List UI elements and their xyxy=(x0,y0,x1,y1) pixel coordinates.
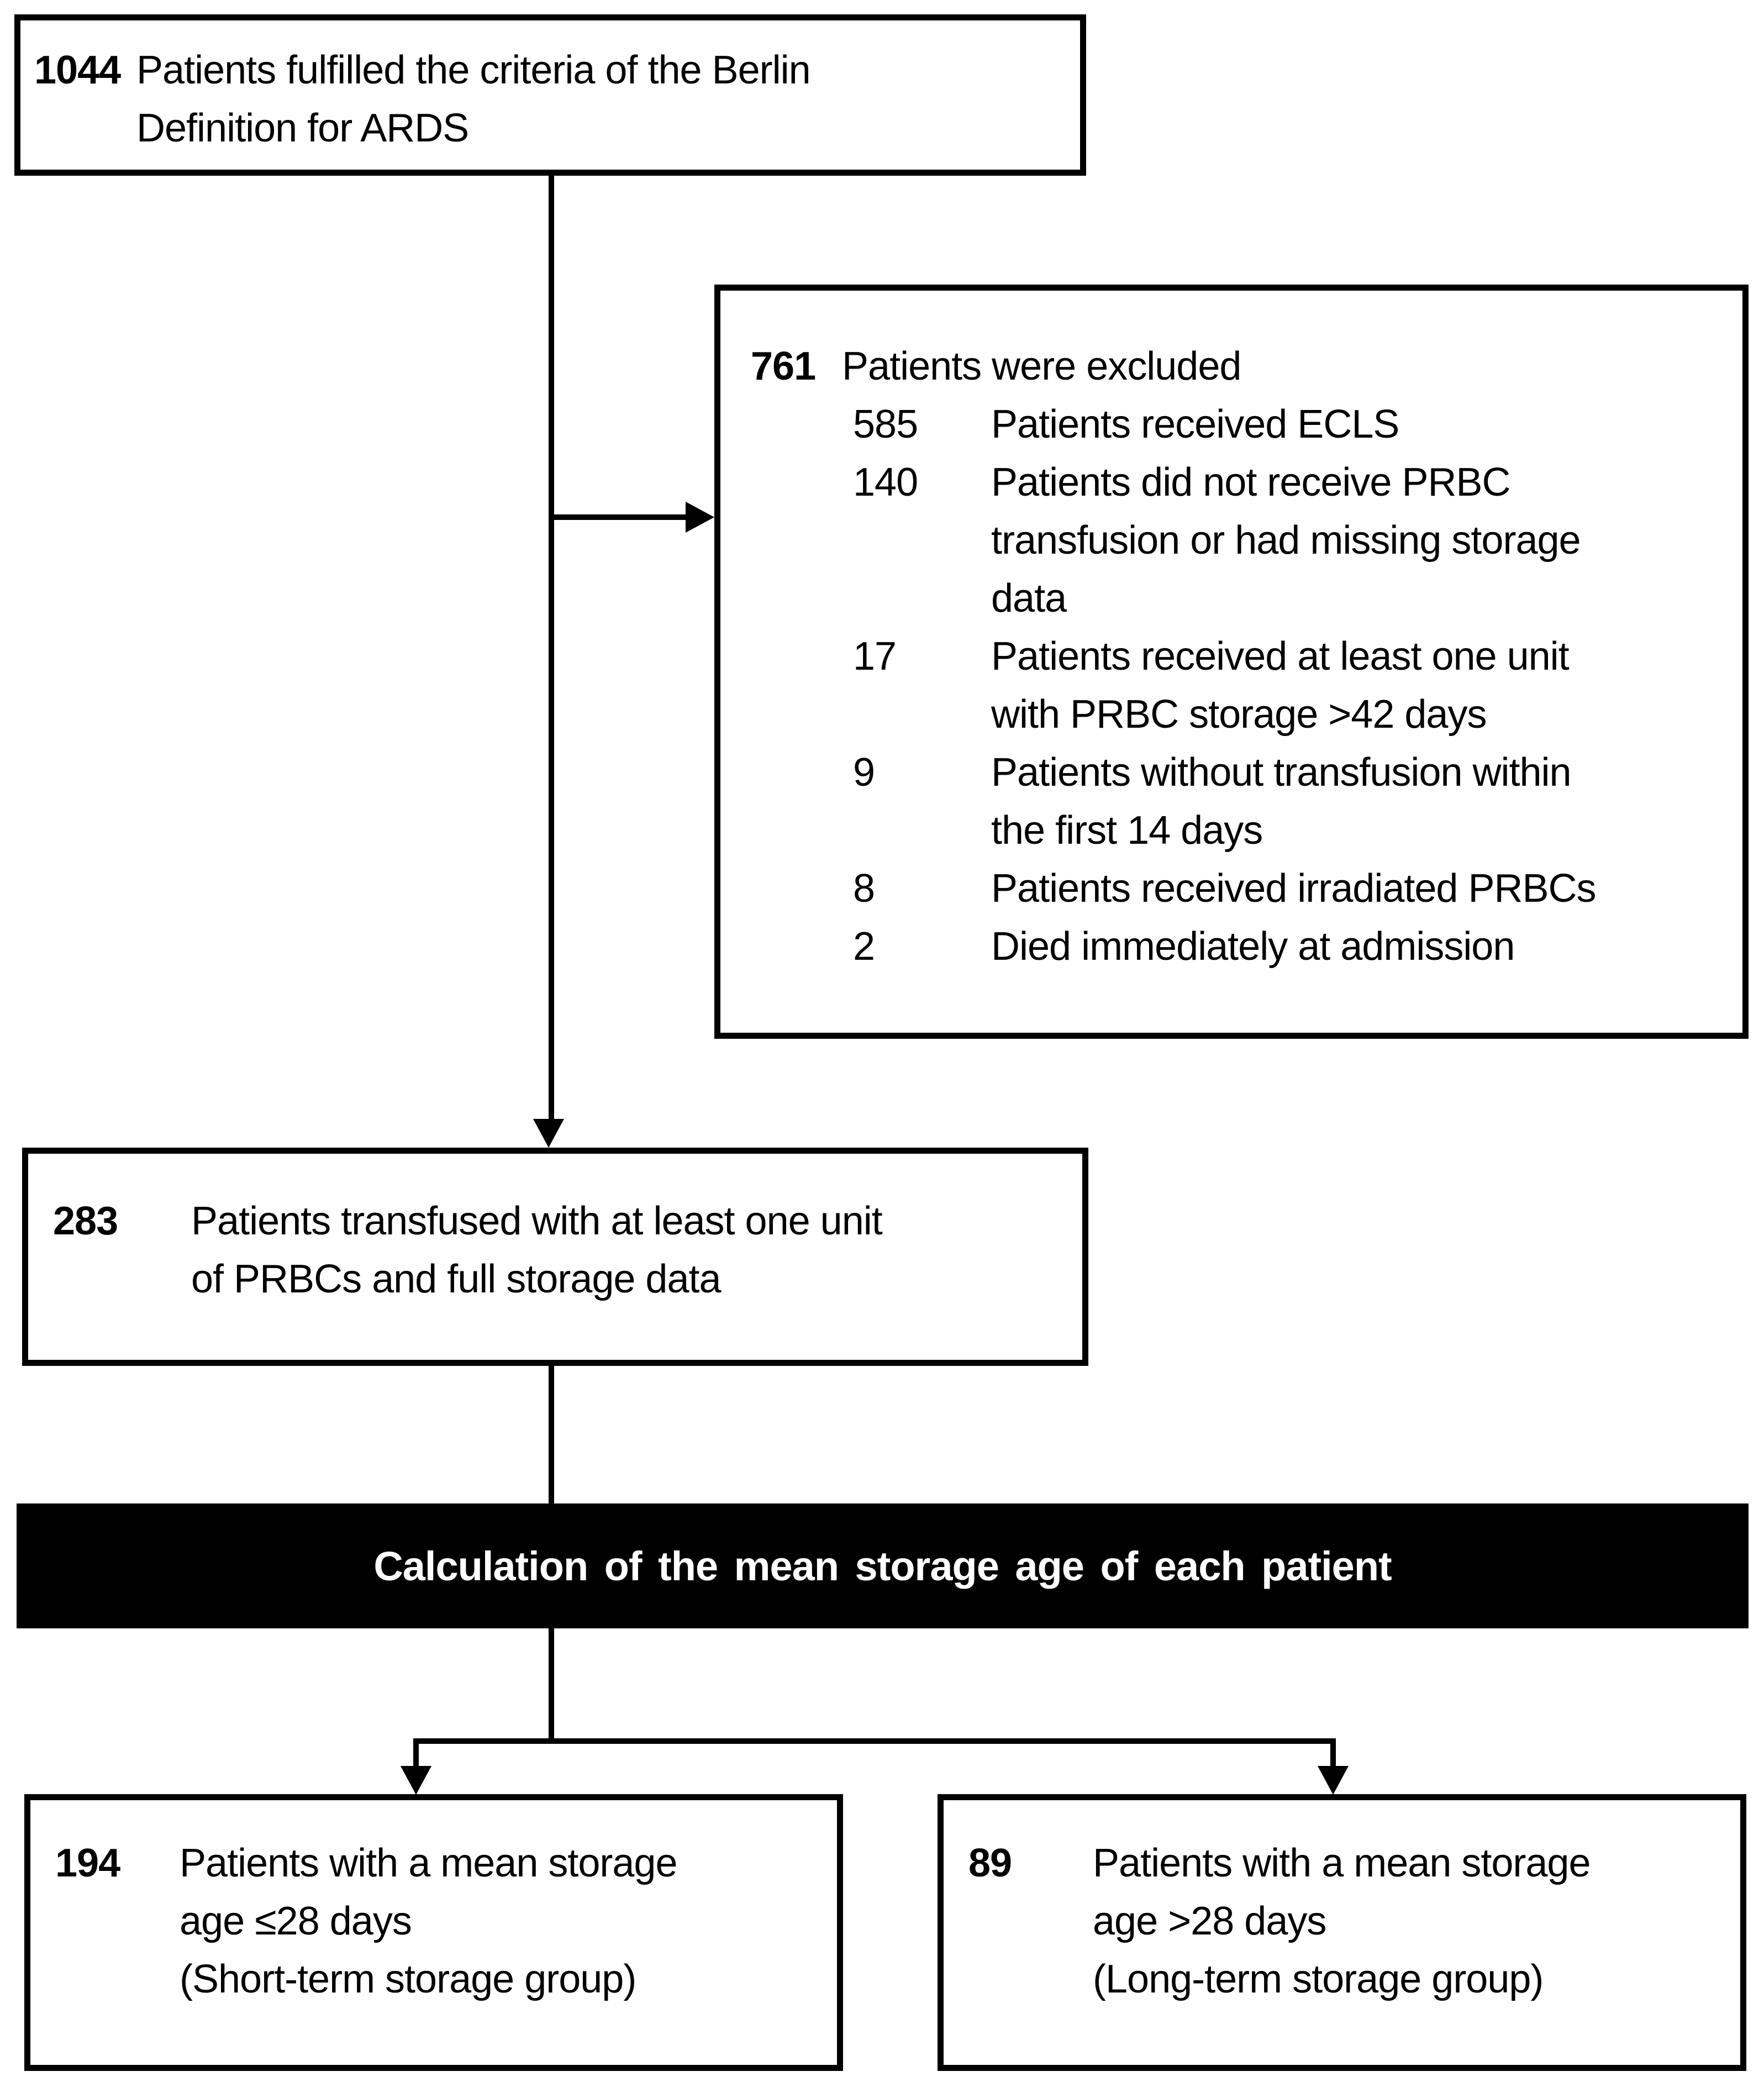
branch-stub-left xyxy=(413,1738,419,1769)
exclusion-item-text: Patients received at least one unit with… xyxy=(991,634,1570,737)
exclusion-item: 140 Patients did not receive PRBC transf… xyxy=(720,454,1731,628)
included-count: 283 xyxy=(53,1199,118,1243)
long-term-count: 89 xyxy=(968,1841,1012,1885)
arrowhead-down-long-term-icon xyxy=(1318,1766,1349,1795)
exclusion-item: 8 Patients received irradiated PRBCs xyxy=(720,860,1731,918)
short-term-text: Patients with a mean storage age ≤28 day… xyxy=(180,1841,678,2001)
long-term-text: Patients with a mean storage age >28 day… xyxy=(1093,1841,1591,2001)
arrowhead-right-exclusions-icon xyxy=(686,502,714,533)
connector-included-to-banner xyxy=(549,1366,554,1503)
calculation-banner-label: Calculation of the mean storage age of e… xyxy=(373,1543,1392,1589)
exclusion-item-text: Patients received irradiated PRBCs xyxy=(991,866,1597,911)
long-term-row: 89 Patients with a mean storage age >28 … xyxy=(968,1834,1729,2009)
exclusion-item-count: 8 xyxy=(853,866,875,911)
eligible-text: Patients fulfilled the criteria of the B… xyxy=(136,48,811,150)
connector-to-exclusions xyxy=(551,514,686,520)
exclusion-item-text: Patients received ECLS xyxy=(991,402,1399,446)
excluded-label: Patients were excluded xyxy=(842,344,1241,388)
box-excluded-patients: 761 Patients were excluded 585 Patients … xyxy=(714,285,1749,1039)
short-term-row: 194 Patients with a mean storage age ≤28… xyxy=(55,1834,826,2009)
exclusion-item: 2 Died immediately at admission xyxy=(720,918,1731,976)
eligible-row: 1044 Patients fulfilled the criteria of … xyxy=(34,41,1069,157)
exclusion-item-count: 17 xyxy=(853,634,897,679)
connector-top-to-included xyxy=(549,176,554,1119)
branch-line xyxy=(413,1738,1336,1744)
eligible-count: 1044 xyxy=(34,48,121,92)
arrowhead-down-short-term-icon xyxy=(401,1766,431,1795)
excluded-header-row: 761 Patients were excluded xyxy=(720,338,1731,396)
box-included-patients: 283 Patients transfused with at least on… xyxy=(22,1148,1088,1366)
exclusion-item-text: Patients did not receive PRBC transfusio… xyxy=(991,460,1581,621)
exclusion-item: 9 Patients without transfusion within th… xyxy=(720,744,1731,860)
exclusion-item-count: 2 xyxy=(853,924,875,969)
calculation-banner: Calculation of the mean storage age of e… xyxy=(17,1503,1749,1628)
exclusion-item-count: 140 xyxy=(853,460,918,504)
exclusion-item: 17 Patients received at least one unit w… xyxy=(720,628,1731,744)
connector-banner-to-branch xyxy=(549,1628,554,1741)
short-term-count: 194 xyxy=(55,1841,120,1885)
box-short-term-group: 194 Patients with a mean storage age ≤28… xyxy=(24,1794,843,2071)
exclusion-item-count: 585 xyxy=(853,402,918,446)
exclusion-item-text: Died immediately at admission xyxy=(991,924,1515,969)
box-long-term-group: 89 Patients with a mean storage age >28 … xyxy=(938,1794,1746,2071)
exclusion-item-count: 9 xyxy=(853,750,875,795)
branch-stub-right xyxy=(1330,1738,1336,1769)
exclusion-item-text: Patients without transfusion within the … xyxy=(991,750,1572,853)
arrowhead-down-included-icon xyxy=(533,1119,564,1148)
exclusion-item: 585 Patients received ECLS xyxy=(720,396,1731,454)
box-eligible-patients: 1044 Patients fulfilled the criteria of … xyxy=(14,14,1086,176)
excluded-count: 761 xyxy=(751,344,816,388)
included-row: 283 Patients transfused with at least on… xyxy=(53,1192,1071,1308)
included-text: Patients transfused with at least one un… xyxy=(191,1199,883,1301)
